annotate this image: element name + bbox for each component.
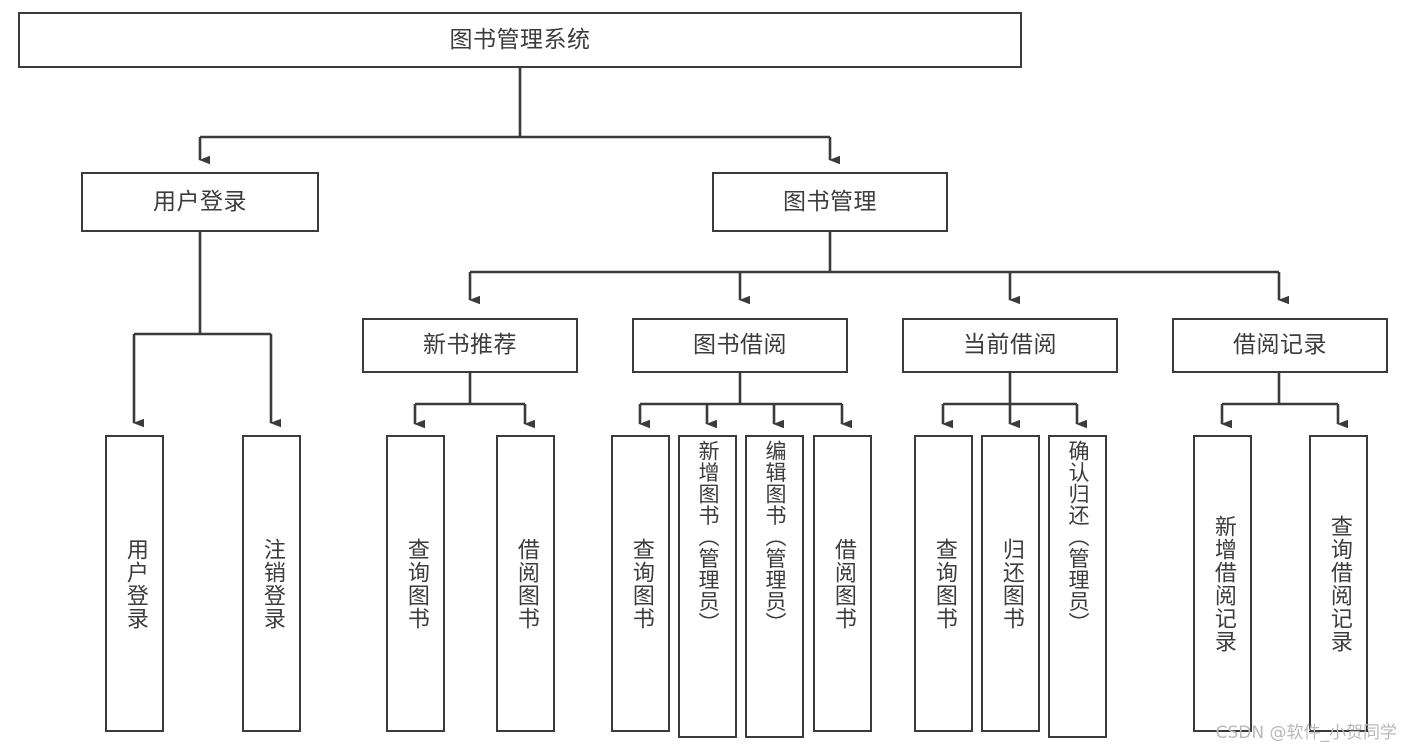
node-leaf-user-login[interactable]: 用户登录 [105, 435, 164, 732]
node-leaf-borrow-book-2[interactable]: 借阅图书 [813, 435, 872, 732]
watermark-text: CSDN @软件_小贺同学 [1215, 723, 1397, 743]
node-book-manage[interactable]: 图书管理 [712, 172, 948, 232]
node-leaf-borrow-book-2-label: 借阅图书 [830, 537, 856, 630]
node-leaf-query-book-1-label: 查询图书 [403, 537, 429, 630]
node-current-borrow[interactable]: 当前借阅 [902, 318, 1118, 373]
node-root-label: 图书管理系统 [449, 26, 591, 53]
node-book-borrow-label: 图书借阅 [693, 332, 787, 359]
node-leaf-return-book-label: 归还图书 [998, 537, 1024, 630]
node-book-manage-label: 图书管理 [783, 188, 877, 215]
node-leaf-add-book[interactable]: 新增图书（管理员） [678, 435, 737, 738]
node-leaf-logout[interactable]: 注销登录 [242, 435, 301, 732]
node-book-borrow[interactable]: 图书借阅 [632, 318, 848, 373]
node-leaf-borrow-book-1-label: 借阅图书 [513, 537, 539, 630]
node-borrow-record[interactable]: 借阅记录 [1172, 318, 1388, 373]
node-leaf-add-book-label: 新增图书（管理员） [696, 440, 721, 634]
node-current-borrow-label: 当前借阅 [963, 332, 1057, 359]
node-leaf-query-book-2[interactable]: 查询图书 [611, 435, 670, 732]
node-leaf-borrow-book-1[interactable]: 借阅图书 [496, 435, 555, 732]
node-leaf-query-book-2-label: 查询图书 [628, 537, 654, 630]
node-leaf-return-book[interactable]: 归还图书 [981, 435, 1040, 732]
node-leaf-add-record[interactable]: 新增借阅记录 [1193, 435, 1252, 732]
node-leaf-user-login-label: 用户登录 [122, 537, 148, 630]
node-leaf-query-book-3[interactable]: 查询图书 [914, 435, 973, 732]
node-leaf-query-book-1[interactable]: 查询图书 [386, 435, 445, 732]
node-leaf-query-record[interactable]: 查询借阅记录 [1309, 435, 1368, 732]
node-leaf-edit-book-label: 编辑图书（管理员） [763, 440, 788, 634]
node-root[interactable]: 图书管理系统 [18, 12, 1022, 68]
node-leaf-query-book-3-label: 查询图书 [931, 537, 957, 630]
node-borrow-record-label: 借阅记录 [1233, 332, 1327, 359]
node-leaf-confirm-return-label: 确认归还（管理员） [1066, 440, 1091, 634]
node-leaf-add-record-label: 新增借阅记录 [1210, 514, 1236, 653]
node-new-book-rec-label: 新书推荐 [423, 332, 517, 359]
node-leaf-edit-book[interactable]: 编辑图书（管理员） [745, 435, 804, 738]
node-leaf-confirm-return[interactable]: 确认归还（管理员） [1048, 435, 1107, 738]
node-user-login[interactable]: 用户登录 [81, 172, 319, 232]
node-leaf-logout-label: 注销登录 [259, 537, 285, 630]
node-new-book-rec[interactable]: 新书推荐 [362, 318, 578, 373]
node-user-login-label: 用户登录 [153, 188, 247, 215]
node-leaf-query-record-label: 查询借阅记录 [1326, 514, 1352, 653]
